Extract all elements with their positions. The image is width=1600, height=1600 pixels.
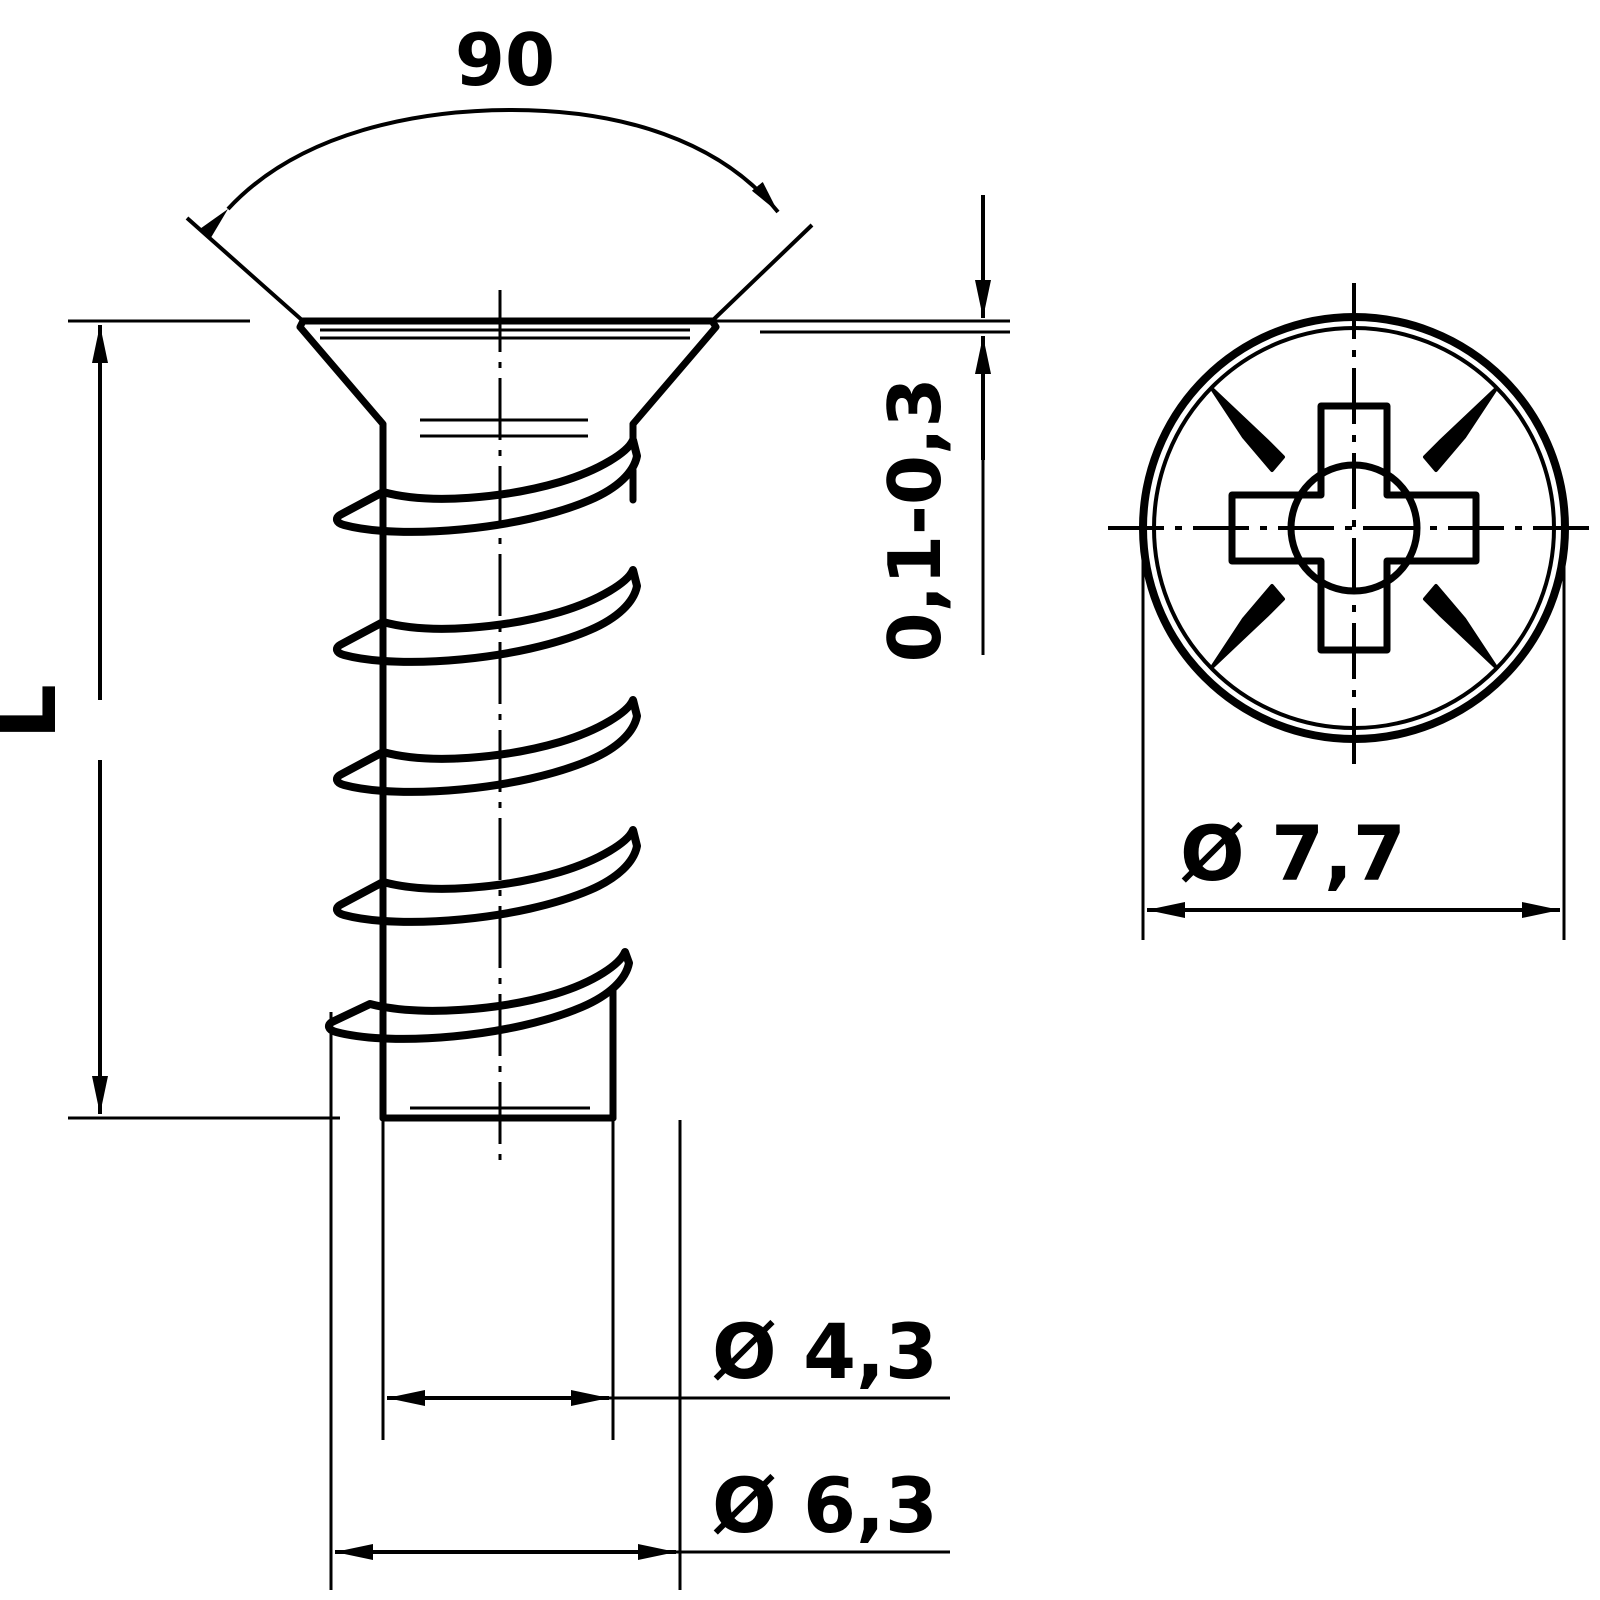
- length-label: L: [0, 684, 76, 740]
- thread-turn-4-inner: [380, 827, 636, 892]
- thread-diameter-label: Ø 6,3: [712, 1461, 938, 1550]
- thread-turn-1-inner: [380, 437, 636, 502]
- head-end-view: [1108, 283, 1600, 775]
- head-diameter-label: Ø 7,7: [1180, 809, 1406, 898]
- length-dimension-group: [68, 319, 340, 1120]
- rib-lower-right: [1423, 584, 1497, 668]
- core-diameter-label: Ø 4,3: [712, 1307, 938, 1396]
- thread-turn-5: [324, 948, 633, 1043]
- recess-seat-circle: [1287, 461, 1421, 595]
- head-protrusion-dimension-group: [700, 195, 1010, 655]
- head-protrusion-label: 0,1-0,3: [873, 378, 957, 663]
- angle-ext-left: [185, 216, 305, 323]
- angle-ext-right: [710, 223, 814, 323]
- side-view-screw: [296, 317, 720, 1122]
- head-left-flank: [296, 317, 387, 474]
- core-diameter-dimension-group: [381, 1000, 950, 1440]
- thread-turn-5-inner: [367, 949, 628, 1014]
- thread-diameter-dimension-group: [329, 1012, 950, 1590]
- pozidriv-cross-recess: [1228, 402, 1480, 654]
- rib-upper-right: [1423, 388, 1497, 472]
- thread-helix: [324, 436, 641, 1043]
- head-angle-dimension-group: [185, 107, 814, 323]
- head-angle-arc: [200, 107, 780, 238]
- thread-turn-2-inner: [380, 567, 636, 632]
- pozidriv-ribs: [1211, 388, 1497, 668]
- thread-turn-3-inner: [380, 697, 636, 762]
- head-angle-label: 90: [455, 18, 555, 102]
- head-diameter-dimension-group: [1141, 528, 1566, 940]
- rib-upper-left: [1211, 388, 1285, 472]
- head-right-flank: [629, 317, 720, 444]
- rib-lower-left: [1211, 584, 1285, 668]
